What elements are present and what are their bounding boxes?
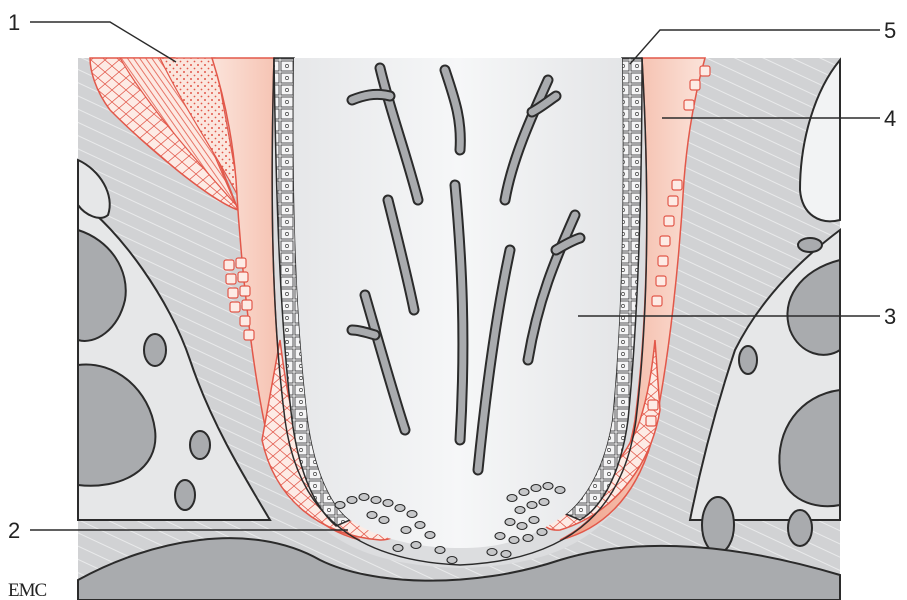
label-2: 2 [8, 518, 20, 543]
label-3: 3 [884, 304, 896, 329]
small-oval-right-1 [798, 238, 822, 252]
small-oval-right-4 [788, 510, 812, 546]
label-4: 4 [884, 106, 896, 131]
label-1: 1 [8, 10, 20, 35]
small-oval-right-3 [702, 497, 734, 553]
small-oval-left-2 [190, 431, 210, 459]
label-5: 5 [884, 18, 896, 43]
small-oval-right-2 [739, 346, 757, 374]
emc-logo: EMC [8, 580, 47, 600]
small-oval-left-1 [144, 334, 166, 366]
small-oval-left-3 [175, 480, 195, 510]
